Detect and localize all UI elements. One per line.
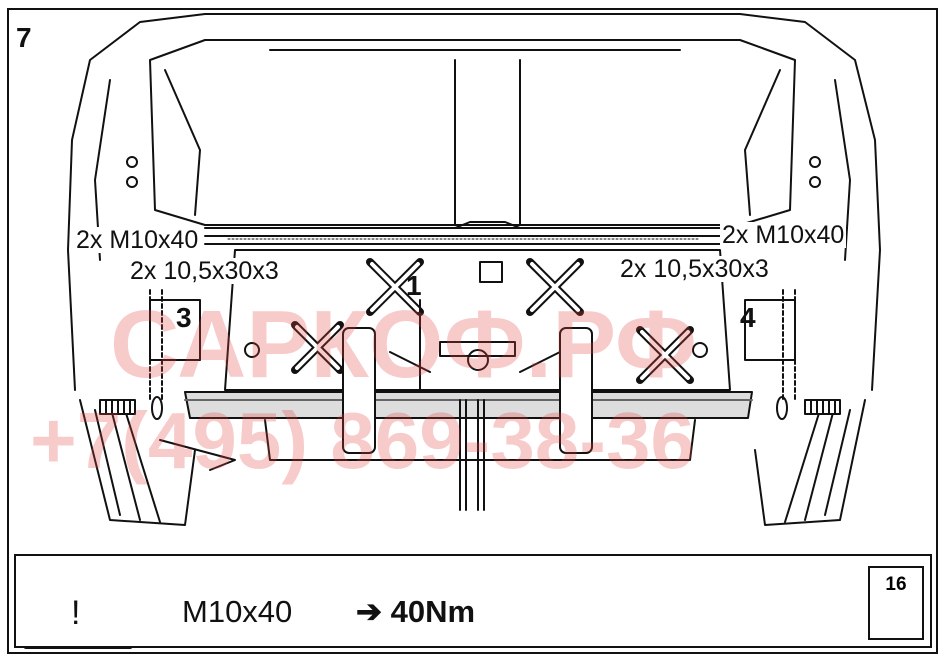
bolt-callout-right: 2x M10x40	[720, 221, 847, 249]
washer-callout-right: 2x 10,5x30x3	[618, 255, 771, 283]
socket-size: 16	[885, 574, 907, 595]
diagram-frame	[7, 8, 938, 654]
hatch-opening	[149, 39, 796, 226]
wheel-left	[79, 399, 196, 526]
washer-callout-left: 2x 10,5x30x3	[128, 257, 281, 285]
step-number: 7	[16, 22, 32, 53]
bolt-callout-left: 2x M10x40	[74, 226, 201, 254]
socket-size-box: 16	[868, 566, 924, 640]
instruction-footer	[14, 554, 932, 648]
rear-panel	[224, 249, 731, 391]
crossbar	[184, 391, 753, 419]
part-number-4: 4	[740, 302, 756, 333]
bolt-right	[776, 396, 841, 420]
part-number-3: 3	[176, 302, 192, 333]
wheel-right	[754, 399, 866, 526]
warning-icon: !	[71, 594, 81, 632]
bracket-right	[559, 327, 593, 454]
bolt-left	[99, 396, 163, 420]
torque-value: ➔ 40Nm	[356, 594, 476, 629]
bracket-left	[342, 327, 376, 454]
body-silhouette	[67, 13, 881, 391]
part-number-1: 1	[406, 270, 422, 301]
bolt-spec: M10x40	[182, 594, 293, 629]
